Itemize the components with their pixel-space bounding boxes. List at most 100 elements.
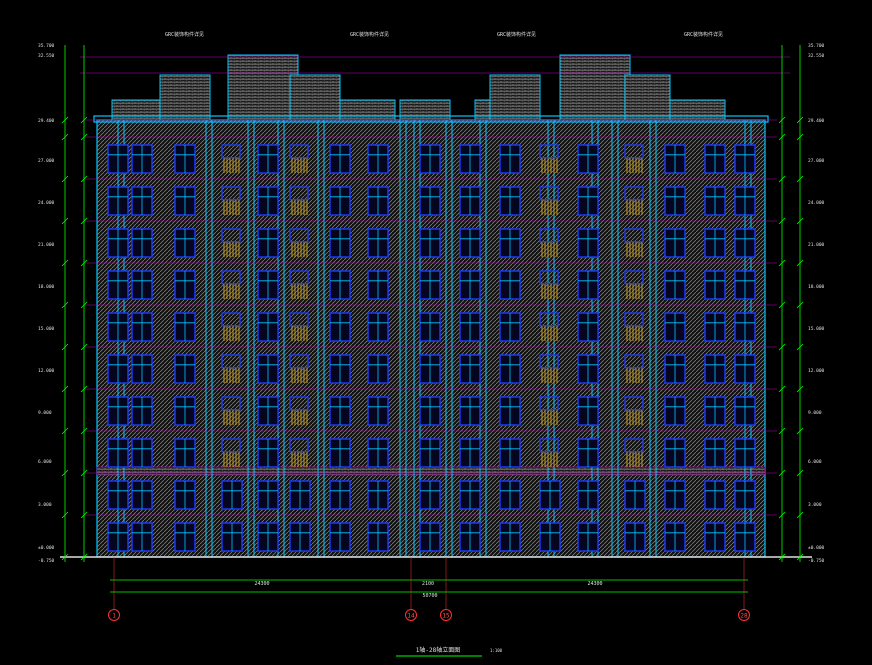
elevation-label-left: 3.000	[38, 502, 52, 508]
window	[367, 312, 389, 342]
elevation-label-right: 18.000	[808, 284, 825, 290]
window	[664, 186, 686, 216]
elevation-label-right: 6.000	[808, 459, 822, 465]
window	[131, 522, 153, 552]
window	[257, 438, 279, 468]
window	[577, 228, 599, 258]
window	[289, 480, 311, 510]
axis-bubble-1	[108, 609, 120, 621]
elevation-label-right: -0.750	[808, 558, 825, 564]
window	[257, 144, 279, 174]
window	[131, 228, 153, 258]
window	[704, 396, 726, 426]
balcony-railing	[289, 354, 309, 383]
overall-dimensions: 24300 2100 24300 50700	[254, 581, 602, 599]
window	[704, 186, 726, 216]
elevation-label-left: -0.750	[38, 558, 55, 564]
window	[131, 312, 153, 342]
elevation-label-left: 32.550	[38, 53, 55, 59]
window	[174, 270, 196, 300]
window	[664, 144, 686, 174]
elevation-label-right: 12.000	[808, 368, 825, 374]
window	[221, 480, 243, 510]
window	[367, 480, 389, 510]
window	[107, 396, 129, 426]
balcony-railing	[624, 228, 644, 257]
window	[577, 270, 599, 300]
window	[107, 186, 129, 216]
balcony-railing	[539, 396, 559, 425]
window	[329, 354, 351, 384]
window	[289, 522, 311, 552]
window	[499, 396, 521, 426]
elevation-label-left: 15.000	[38, 326, 55, 332]
roof-callouts: GRC装饰构件详见 GRC装饰构件详见 GRC装饰构件详见 GRC装饰构件详见	[165, 31, 723, 38]
window	[221, 522, 243, 552]
window	[174, 186, 196, 216]
elevation-label-left: 6.000	[38, 459, 52, 465]
dim-total: 50700	[422, 593, 437, 599]
window	[174, 354, 196, 384]
window	[329, 522, 351, 552]
balcony-railing	[221, 144, 241, 173]
window	[459, 144, 481, 174]
drawing-scale: 1:100	[490, 648, 503, 653]
window	[419, 396, 441, 426]
window	[734, 144, 756, 174]
window	[257, 480, 279, 510]
window	[664, 480, 686, 510]
balcony-railing	[539, 228, 559, 257]
window	[577, 438, 599, 468]
elevation-label-right: 15.000	[808, 326, 825, 332]
window	[499, 438, 521, 468]
window	[459, 186, 481, 216]
window	[329, 480, 351, 510]
roof-structure	[227, 54, 299, 121]
window	[174, 438, 196, 468]
window	[131, 186, 153, 216]
window	[664, 522, 686, 552]
balcony-railing	[539, 144, 559, 173]
roof-structure	[339, 99, 396, 121]
elevation-label-right: 3.000	[808, 502, 822, 508]
window	[499, 522, 521, 552]
window	[539, 480, 561, 510]
window	[419, 270, 441, 300]
window	[329, 438, 351, 468]
balcony-railing	[289, 228, 309, 257]
window	[329, 270, 351, 300]
window	[577, 480, 599, 510]
left-elevation-labels: 35.70032.55029.40027.00024.00021.00018.0…	[38, 43, 55, 564]
elevation-label-right: 24.000	[808, 200, 825, 206]
window	[329, 144, 351, 174]
window	[257, 228, 279, 258]
balcony-railing	[539, 312, 559, 341]
window	[734, 270, 756, 300]
window	[577, 186, 599, 216]
roof-structure	[624, 74, 671, 121]
window	[734, 228, 756, 258]
balcony-railing	[289, 312, 309, 341]
window	[367, 438, 389, 468]
drawing-title: 1轴-28轴立面图	[416, 646, 460, 654]
window	[174, 480, 196, 510]
roof-structure	[489, 74, 541, 121]
elevation-label-left: 35.700	[38, 43, 55, 49]
window	[367, 270, 389, 300]
balcony-railing	[624, 186, 644, 215]
window	[419, 354, 441, 384]
window	[499, 354, 521, 384]
window	[499, 312, 521, 342]
window	[107, 354, 129, 384]
window	[419, 312, 441, 342]
dim-left-span: 24300	[254, 581, 269, 587]
elevation-label-left: 12.000	[38, 368, 55, 374]
axis-label-15: 15	[442, 613, 450, 620]
window	[107, 522, 129, 552]
balcony-railing	[289, 270, 309, 299]
roof-callout-1: GRC装饰构件详见	[165, 31, 204, 38]
window	[459, 480, 481, 510]
window	[257, 186, 279, 216]
roof-structure	[399, 99, 451, 121]
